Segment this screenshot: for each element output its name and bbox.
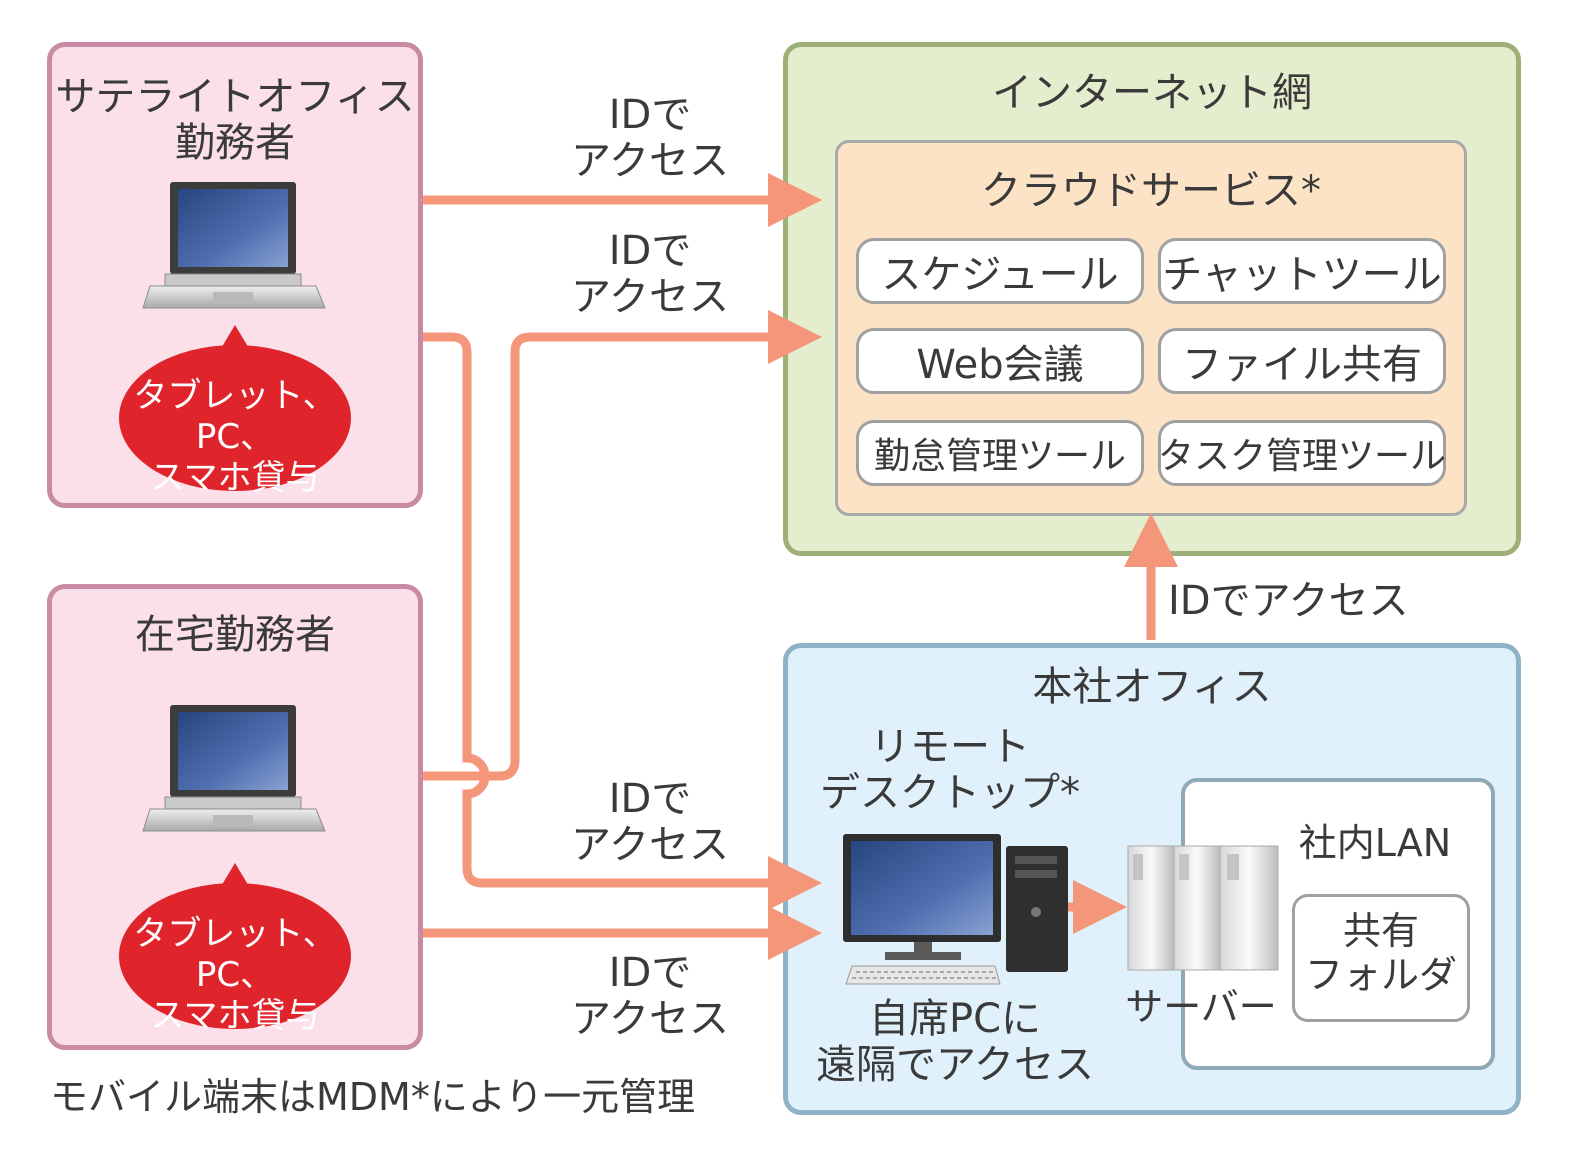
arrow-label-office: IDでアクセス: [1168, 578, 1409, 624]
server-icon: [1127, 845, 1279, 971]
arrow-label: IDで アクセス: [571, 92, 729, 184]
own-pc-access-label: 自席PCに 遠隔でアクセス: [816, 996, 1094, 1088]
arrow-label: IDで アクセス: [571, 776, 729, 868]
service-task-tool: タスク管理ツール: [1158, 420, 1446, 486]
speech-bubble-icon: [119, 325, 351, 491]
speech-bubble-icon: [119, 863, 351, 1029]
service-attendance-tool: 勤怠管理ツール: [856, 420, 1144, 486]
shared-folder-box: [1292, 894, 1470, 1022]
head-office-title: 本社オフィス: [1032, 664, 1272, 710]
service-chat-tool: チャットツール: [1158, 238, 1446, 304]
footer-note: モバイル端末はMDM*により一元管理: [50, 1075, 696, 1119]
server-label: サーバー: [1125, 985, 1277, 1029]
service-schedule: スケジュール: [856, 238, 1144, 304]
shared-folder-label: 共有 フォルダ: [1304, 909, 1457, 997]
satellite-device-bubble-text: タブレット、PC、 スマホ貸与: [133, 376, 337, 498]
remote-desktop-label: リモート デスクトップ*: [820, 724, 1080, 816]
service-file-sharing: ファイル共有: [1158, 328, 1446, 394]
arrow-label: IDで アクセス: [571, 950, 729, 1042]
satellite-worker-title: サテライトオフィス 勤務者: [55, 74, 415, 166]
desktop-pc-icon: [843, 834, 1068, 985]
arrow-home-cloud: [423, 310, 822, 781]
service-web-meeting: Web会議: [856, 328, 1144, 394]
laptop-icon: [142, 182, 326, 309]
home-worker-title: 在宅勤務者: [135, 612, 335, 658]
internet-title: インターネット網: [992, 70, 1312, 116]
cloud-service-title: クラウドサービス*: [981, 168, 1321, 214]
laptop-icon: [142, 705, 326, 832]
arrow-satellite-office: [423, 332, 822, 910]
internal-lan-title: 社内LAN: [1298, 821, 1452, 865]
arrow-label: IDで アクセス: [571, 228, 729, 320]
home-device-bubble-text: タブレット、PC、 スマホ貸与: [133, 914, 337, 1036]
